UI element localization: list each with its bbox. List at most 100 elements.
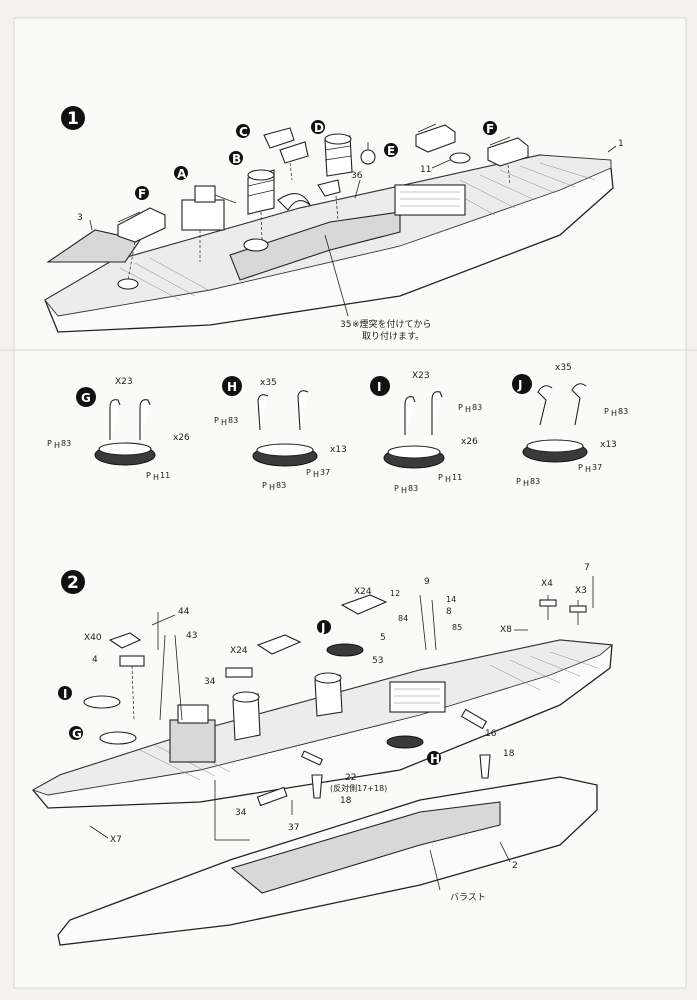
subassembly-F-right: F <box>483 121 497 136</box>
step1-marker: 1 <box>61 106 85 130</box>
part-2-label: 2 <box>512 861 518 871</box>
ballast-label: バラスト <box>450 892 486 903</box>
svg-text:22: 22 <box>345 773 356 783</box>
svg-text:X3: X3 <box>575 586 587 596</box>
svg-text:83: 83 <box>228 416 238 425</box>
svg-text:P: P <box>604 407 609 416</box>
svg-text:X7: X7 <box>110 835 122 845</box>
svg-text:E: E <box>387 144 395 158</box>
svg-text:83: 83 <box>61 439 71 448</box>
svg-text:83: 83 <box>408 484 418 493</box>
svg-text:5: 5 <box>380 633 386 643</box>
svg-text:H: H <box>313 470 319 479</box>
svg-text:P: P <box>146 471 151 480</box>
svg-text:11: 11 <box>160 471 170 480</box>
svg-text:H: H <box>153 473 159 482</box>
step2-marker: 2 <box>61 570 85 594</box>
part-44-label: 44 <box>178 607 190 617</box>
subassembly-C: C <box>236 124 250 139</box>
svg-text:H: H <box>401 486 407 495</box>
svg-text:11: 11 <box>452 473 462 482</box>
step2-ship: 44 43 X40 4 34 X24 X24 J I G <box>31 563 614 845</box>
part-34a-label: 34 <box>204 677 216 687</box>
svg-text:J: J <box>320 621 325 635</box>
svg-text:P: P <box>458 403 463 412</box>
svg-text:H: H <box>227 380 237 394</box>
svg-text:A: A <box>177 167 187 181</box>
step2-number: 2 <box>67 573 79 593</box>
svg-text:14: 14 <box>446 595 456 604</box>
subassembly-E: E <box>384 143 398 158</box>
step2-sub-I: I <box>58 686 72 701</box>
svg-text:X4: X4 <box>541 579 553 589</box>
svg-text:H: H <box>269 483 275 492</box>
svg-text:(反対側17+18): (反対側17+18) <box>330 783 387 793</box>
svg-text:I: I <box>377 380 381 394</box>
note-part-35: 35 <box>340 320 351 330</box>
svg-text:P: P <box>516 477 521 486</box>
svg-text:P: P <box>394 484 399 493</box>
step2-sub-G: G <box>69 726 83 741</box>
svg-text:C: C <box>239 125 248 139</box>
svg-text:P: P <box>262 481 267 490</box>
svg-text:8: 8 <box>446 607 452 617</box>
svg-text:X23: X23 <box>412 371 430 381</box>
svg-text:85: 85 <box>452 623 462 632</box>
bottom-hull: バラスト 2 <box>57 776 598 946</box>
svg-text:G: G <box>81 391 91 405</box>
svg-text:x35: x35 <box>260 378 277 388</box>
svg-text:37: 37 <box>320 468 330 477</box>
svg-text:34: 34 <box>235 808 247 818</box>
svg-text:53: 53 <box>372 656 383 666</box>
svg-text:37: 37 <box>288 823 299 833</box>
svg-text:x26: x26 <box>461 437 478 447</box>
svg-text:I: I <box>63 687 67 701</box>
svg-text:18: 18 <box>503 749 515 759</box>
svg-text:83: 83 <box>530 477 540 486</box>
part-1-label: 1 <box>618 139 624 149</box>
part-36-label: 36 <box>351 171 363 181</box>
step2-sub-J: J <box>317 620 331 635</box>
svg-text:x13: x13 <box>600 440 617 450</box>
svg-text:P: P <box>47 439 52 448</box>
part-43-label: 43 <box>186 631 197 641</box>
svg-text:7: 7 <box>584 563 590 573</box>
part-4-label: 4 <box>92 655 98 665</box>
svg-text:X8: X8 <box>500 625 512 635</box>
svg-text:H: H <box>611 409 617 418</box>
svg-text:16: 16 <box>485 729 497 739</box>
part-x40-label: X40 <box>84 633 102 643</box>
svg-text:X23: X23 <box>115 377 133 387</box>
svg-text:D: D <box>314 121 324 135</box>
part-x24b-label: X24 <box>354 587 372 597</box>
svg-text:P: P <box>306 468 311 477</box>
svg-text:H: H <box>221 418 227 427</box>
svg-text:H: H <box>54 441 60 450</box>
part-x24a-label: X24 <box>230 646 248 656</box>
svg-text:83: 83 <box>618 407 628 416</box>
boat-G: G X23 P H 83 x26 P H 11 <box>47 377 190 482</box>
svg-text:G: G <box>72 727 82 741</box>
step1-ship: 3 1 F A B <box>44 120 624 342</box>
svg-text:84: 84 <box>398 614 408 623</box>
svg-text:F: F <box>486 122 494 136</box>
svg-text:H: H <box>430 752 440 766</box>
svg-text:H: H <box>465 405 471 414</box>
subassembly-A: A <box>174 166 188 181</box>
svg-text:P: P <box>438 473 443 482</box>
part-3-label: 3 <box>77 213 83 223</box>
svg-text:B: B <box>232 152 241 166</box>
svg-text:12: 12 <box>390 589 400 598</box>
svg-text:P: P <box>578 463 583 472</box>
boat-J: J x35 P H 83 x13 P H 37 P H 83 <box>512 363 628 488</box>
svg-text:H: H <box>445 475 451 484</box>
boat-H: H x35 P H 83 x13 P H 37 P H 83 <box>214 376 347 492</box>
svg-text:9: 9 <box>424 577 430 587</box>
svg-text:83: 83 <box>276 481 286 490</box>
svg-text:18: 18 <box>340 796 352 806</box>
subassembly-B: B <box>229 151 243 166</box>
svg-text:H: H <box>523 479 529 488</box>
svg-text:83: 83 <box>472 403 482 412</box>
